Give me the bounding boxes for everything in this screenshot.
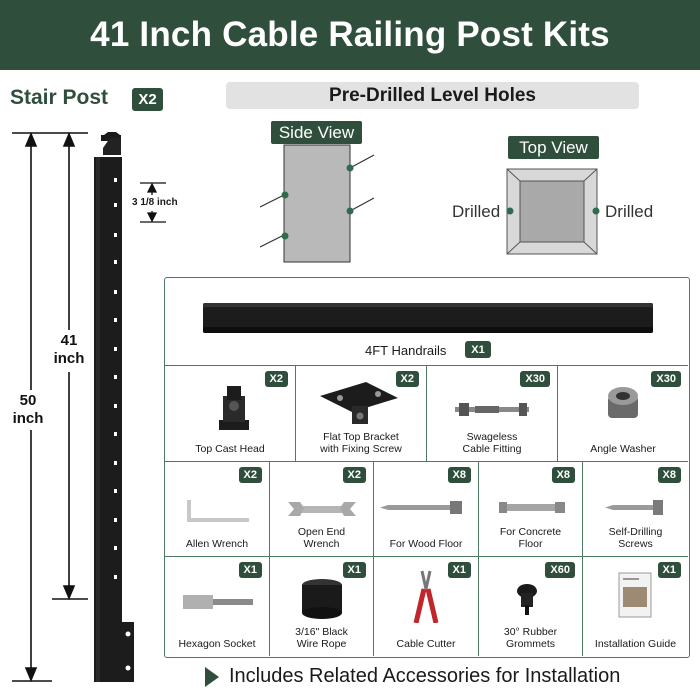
- parts-row-2: X2 Allen Wrench X2 Open End Wrench X8 Fo…: [165, 462, 688, 557]
- cable-fitting-icon: [455, 403, 529, 416]
- part-label: Hexagon Socket: [178, 638, 256, 650]
- part-label: Top Cast Head: [195, 443, 265, 455]
- part-label: Angle Washer: [590, 443, 656, 455]
- drilled-right-label: Drilled: [605, 202, 654, 221]
- side-view-tag: Side View: [271, 121, 362, 144]
- parts-row-1: X2 Top Cast Head X2 Flat Top Bracket wit…: [165, 366, 688, 462]
- hexagon-socket-icon: [183, 595, 253, 609]
- concrete-anchor-icon: [499, 502, 565, 513]
- part-qty-badge: X8: [551, 467, 575, 483]
- allen-wrench-icon: [187, 500, 249, 522]
- part-label: Cable Cutter: [396, 638, 456, 650]
- dimension-hole-spacing-label: 3 1/8 inch: [132, 197, 178, 208]
- part-qty-badge: X30: [520, 371, 550, 387]
- self-drilling-screw-icon: [605, 500, 663, 515]
- wood-screw-icon: [380, 501, 462, 514]
- part-cell: X2 Allen Wrench: [165, 462, 270, 556]
- footer-note: Includes Related Accessories for Install…: [205, 665, 620, 688]
- part-label: Swageless Cable Fitting: [462, 431, 522, 455]
- part-qty-badge: X60: [545, 562, 575, 578]
- part-qty-badge: X1: [238, 562, 262, 578]
- part-label: Self-Drilling Screws: [608, 526, 663, 550]
- part-cell: X1 Installation Guide: [583, 557, 688, 656]
- part-cell: X8 For Concrete Floor: [479, 462, 583, 556]
- part-cell: X60 30° Rubber Grommets: [479, 557, 583, 656]
- top-view-tag: Top View: [508, 136, 599, 159]
- parts-panel: 4FT Handrails X1 X2 Top Cast Head X2 F: [164, 277, 690, 658]
- part-label: For Wood Floor: [389, 538, 463, 550]
- part-cell: X1 Cable Cutter: [374, 557, 479, 656]
- drilled-left-label: Drilled: [452, 202, 501, 221]
- stair-post-qty-badge: X2: [132, 88, 163, 111]
- dimension-41-label: 41 inch: [53, 332, 85, 367]
- post-top-cap: [101, 132, 121, 155]
- part-cell: X8 For Wood Floor: [374, 462, 479, 556]
- part-qty-badge: X2: [395, 371, 419, 387]
- part-label: Installation Guide: [594, 638, 677, 650]
- part-label: 30° Rubber Grommets: [503, 626, 558, 650]
- angle-washer-icon: [608, 387, 638, 418]
- footer-text: Includes Related Accessories for Install…: [229, 665, 621, 687]
- part-cell: X30 Swageless Cable Fitting: [427, 366, 558, 461]
- top-view-diagram: [506, 168, 600, 255]
- part-cell: X8 Self-Drilling Screws: [583, 462, 688, 556]
- handrail-qty-badge: X1: [465, 341, 491, 358]
- part-label: 3/16" Black Wire Rope: [295, 626, 348, 650]
- part-qty-badge: X2: [264, 371, 288, 387]
- header-banner: 41 Inch Cable Railing Post Kits: [0, 0, 700, 70]
- page-title: 41 Inch Cable Railing Post Kits: [90, 15, 610, 54]
- installation-guide-icon: [618, 572, 652, 618]
- open-end-wrench-icon: [288, 502, 356, 516]
- part-qty-badge: X1: [447, 562, 471, 578]
- rubber-grommet-icon: [517, 584, 537, 615]
- part-cell: X1 Hexagon Socket: [165, 557, 270, 656]
- post-holes: [114, 178, 117, 579]
- part-qty-badge: X8: [657, 467, 681, 483]
- flat-top-bracket-icon: [320, 382, 398, 424]
- part-qty-badge: X8: [447, 467, 471, 483]
- part-cell: X2 Open End Wrench: [270, 462, 374, 556]
- cable-cutter-icon: [413, 570, 439, 623]
- side-view-diagram: [259, 144, 375, 263]
- part-qty-badge: X30: [651, 371, 681, 387]
- parts-row-3: X1 Hexagon Socket X1 3/16" Black Wire Ro…: [165, 557, 688, 656]
- part-cell: X30 Angle Washer: [558, 366, 688, 461]
- part-qty-badge: X2: [238, 467, 262, 483]
- wire-rope-icon: [302, 579, 342, 619]
- play-arrow-icon: [205, 666, 219, 687]
- dimension-50-label: 50 inch: [12, 392, 44, 427]
- part-label: Flat Top Bracket with Fixing Screw: [320, 431, 402, 455]
- part-qty-badge: X2: [342, 467, 366, 483]
- post-body: [94, 157, 122, 682]
- part-cell: X2 Top Cast Head: [165, 366, 296, 461]
- part-label: Open End Wrench: [297, 526, 346, 550]
- stair-post-label: Stair Post: [10, 86, 109, 109]
- part-cell: X2 Flat Top Bracket with Fixing Screw: [296, 366, 427, 461]
- part-qty-badge: X1: [657, 562, 681, 578]
- part-cell: X1 3/16" Black Wire Rope: [270, 557, 374, 656]
- predrilled-heading: Pre-Drilled Level Holes: [226, 82, 639, 109]
- handrail-label: 4FT Handrails: [365, 343, 447, 358]
- top-cast-head-icon: [219, 386, 249, 430]
- part-qty-badge: X1: [342, 562, 366, 578]
- handrail-bar-icon: [203, 303, 653, 333]
- part-label: For Concrete Floor: [499, 526, 562, 550]
- post-base-bracket: [122, 622, 134, 682]
- handrail-cell: 4FT Handrails X1: [165, 278, 688, 366]
- part-label: Allen Wrench: [185, 538, 249, 550]
